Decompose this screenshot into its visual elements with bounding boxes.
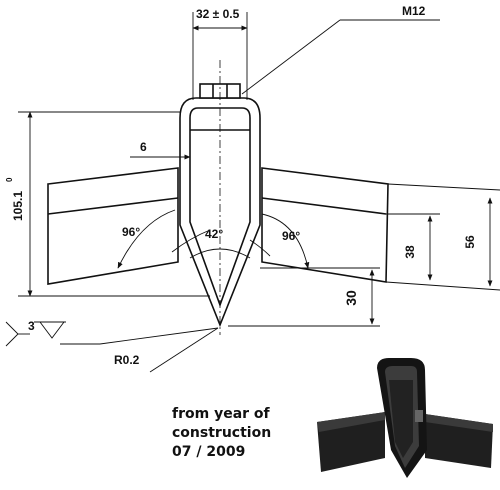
dim-30: 30: [343, 290, 359, 306]
caption-line-2: construction: [172, 425, 272, 441]
caption-line-1: from year of: [172, 406, 270, 422]
angle-right: 96°: [282, 229, 300, 243]
surface-value: 3: [28, 319, 35, 333]
caption-line-3: 07 / 2009: [172, 444, 246, 460]
dim-height: 105.1: [11, 191, 25, 221]
right-wing-inner-line: [261, 197, 387, 215]
left-wing: [47, 167, 179, 285]
left-wing-inner-line: [47, 197, 179, 215]
dim-top-width: 32 ± 0.5: [196, 7, 240, 21]
product-photo: [315, 350, 495, 485]
angle-tip: 42°: [205, 227, 223, 241]
right-wing: [261, 167, 389, 283]
dim-tip-width: 6: [140, 140, 147, 154]
dim-radius: R0.2: [114, 353, 140, 367]
dim-height-tol: 0: [5, 177, 14, 182]
cutter-inner: [189, 107, 251, 308]
dim-38: 38: [403, 245, 417, 259]
angle-left: 96°: [122, 225, 140, 239]
dim-thread: M12: [402, 4, 426, 18]
dim-56: 56: [463, 235, 477, 249]
caption: from year of construction 07 / 2009: [172, 405, 271, 462]
